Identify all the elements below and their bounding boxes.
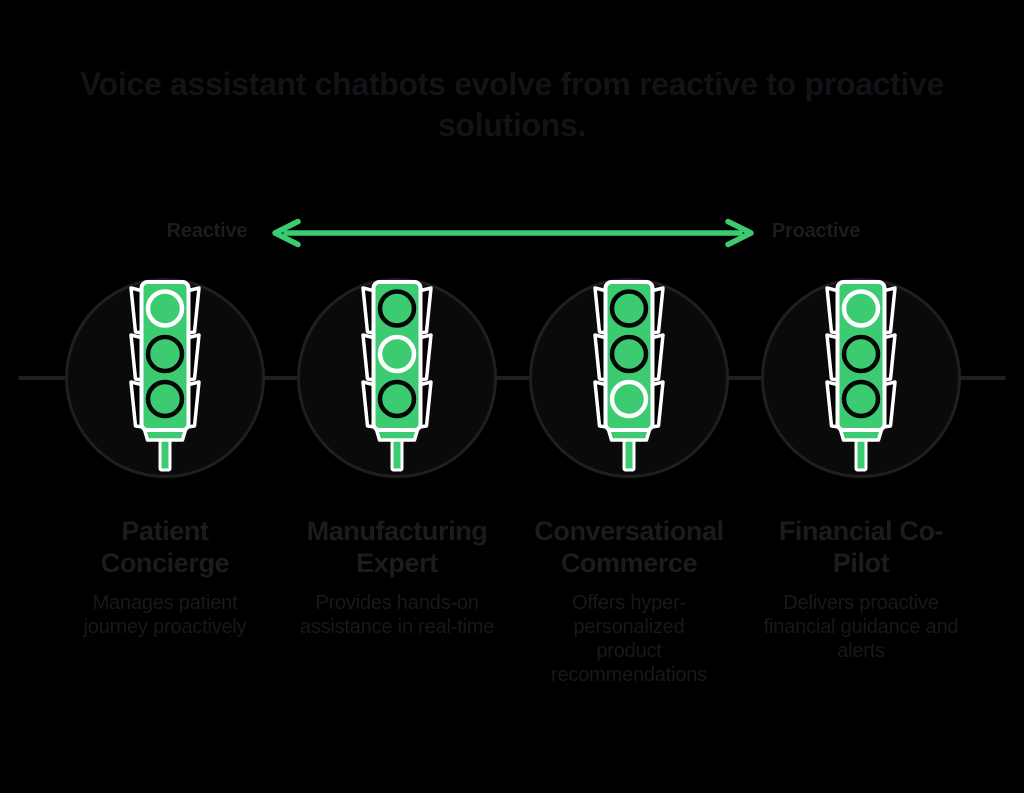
double-arrow-icon [272, 218, 754, 248]
reactive-label: Reactive [166, 220, 248, 242]
stage-circle [761, 278, 961, 478]
traffic-light-middle-light [377, 334, 417, 374]
page-title: Voice assistant chatbots evolve from rea… [0, 64, 1024, 146]
proactive-label: Proactive [771, 220, 861, 242]
page-title-line-1: Voice assistant chatbots evolve from rea… [79, 66, 945, 102]
arrow-head-left [272, 218, 301, 248]
traffic-light-top-light [609, 289, 649, 328]
traffic-light-bottom-light [609, 379, 649, 419]
stage-column: Manufacturing Expert Provides hands-on a… [281, 278, 513, 687]
traffic-light-icon [593, 280, 665, 472]
traffic-light-bottom-light [377, 379, 417, 419]
traffic-light-top-light [841, 289, 881, 328]
stage-heading: Financial Co-Pilot [778, 516, 944, 578]
stage-description: Provides hands-on assistance in real-tim… [299, 592, 495, 638]
page-title-line-2: solutions. [437, 107, 587, 143]
traffic-light-middle-light [841, 334, 881, 374]
stage-column: Financial Co-Pilot Delivers proactive fi… [745, 278, 977, 687]
traffic-light-middle-light [609, 334, 649, 374]
traffic-light-top-light [145, 289, 185, 328]
stage-circle [65, 278, 265, 478]
stage-description: Manages patient journey proactively [83, 592, 247, 638]
stage-heading: Conversational Commerce [534, 516, 724, 578]
stage-heading: Manufacturing Expert [306, 516, 488, 578]
stage-heading: Patient Concierge [100, 516, 230, 578]
stage-description: Offers hyper-personalized product recomm… [551, 592, 707, 686]
stage-circle [529, 278, 729, 478]
stage-description: Delivers proactive financial guidance an… [763, 592, 959, 662]
traffic-light-middle-light [145, 334, 185, 374]
stage-column: Patient Concierge Manages patient journe… [49, 278, 281, 687]
stages-row: Patient Concierge Manages patient journe… [49, 278, 977, 687]
timeline-connector-line [18, 376, 1006, 380]
traffic-light-icon [825, 280, 897, 472]
arrow-head-right [725, 218, 754, 248]
traffic-light-icon [361, 280, 433, 472]
traffic-light-bottom-light [841, 379, 881, 419]
traffic-light-bottom-light [145, 379, 185, 419]
traffic-light-top-light [377, 289, 417, 328]
stage-column: Conversational Commerce Offers hyper-per… [513, 278, 745, 687]
stage-circle [297, 278, 497, 478]
traffic-light-icon [129, 280, 201, 472]
